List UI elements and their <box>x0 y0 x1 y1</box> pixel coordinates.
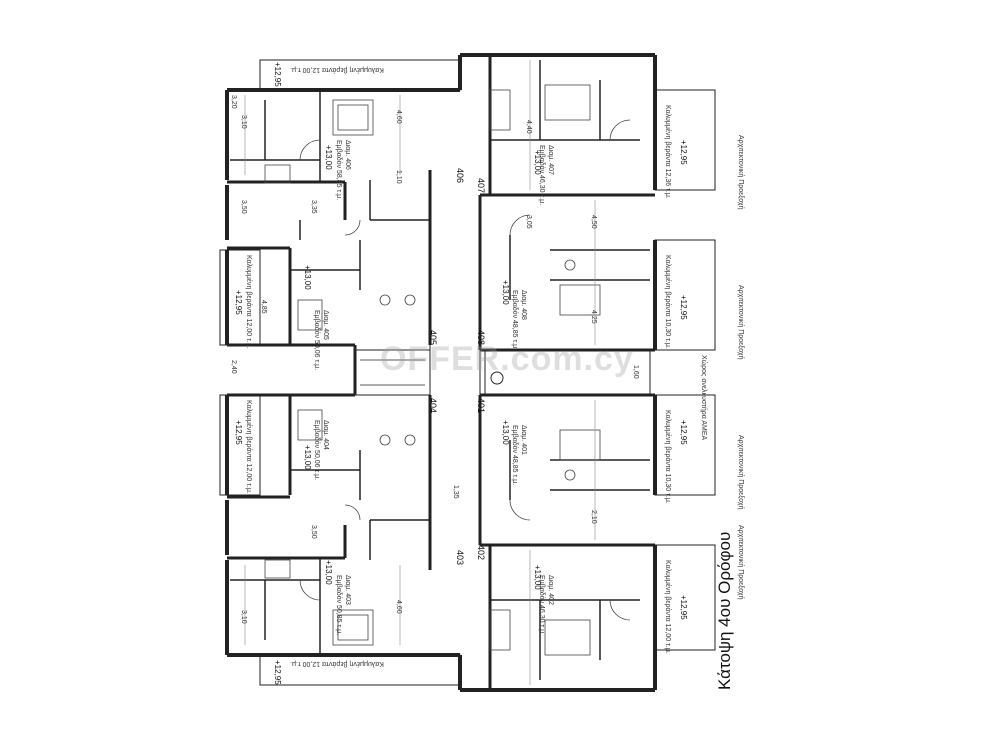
dimension: 4,85 <box>260 300 267 314</box>
unit-number-401: 401 <box>476 398 486 414</box>
unit-number-408: 408 <box>476 330 486 346</box>
unit-number-405: 405 <box>428 330 438 346</box>
veranda-406-label-text: Καλυμμένη βεράντα 12,00 τ.μ. <box>290 66 384 73</box>
unit-area: Εμβαδόν 48,85 τ.μ. <box>511 425 518 486</box>
unit-403-level: +13,00 <box>324 560 333 585</box>
unit-area: Εμβαδόν 48,85 τ.μ. <box>511 290 518 351</box>
veranda-404-label: Καλυμμένη βεράντα 12,00 τ.μ. <box>245 400 252 494</box>
unit-number-407: 407 <box>476 178 486 194</box>
unit-label: Διαμ. 405 <box>322 310 329 340</box>
unit-area: Εμβαδόν 50,85 τ.μ. <box>335 575 342 636</box>
arch-projection-label: Αρχιτεκτονική Προεξοχή <box>737 435 744 510</box>
unit-label: Διαμ. 408 <box>520 290 527 320</box>
unit-number-403: 403 <box>455 550 465 566</box>
dimension: 1,35 <box>452 485 459 499</box>
unit-number-402: 402 <box>476 545 486 561</box>
dimension: 3,50 <box>310 525 317 539</box>
unit-401-level: +13,00 <box>501 420 510 445</box>
veranda-level: +12,95 <box>234 290 243 315</box>
watermark: OFFER.com.cy <box>380 340 634 378</box>
arch-projection-label: Αρχιτεκτονική Προεξοχή <box>737 285 744 360</box>
unit-label: Διαμ. 404 <box>322 420 329 450</box>
unit-408-level: +13,00 <box>501 280 510 305</box>
unit-label: Διαμ. 402 <box>547 575 554 605</box>
veranda-level: +12,95 <box>234 420 243 445</box>
dimension: 2,10 <box>590 510 597 524</box>
dimension: 1,10 <box>395 170 402 184</box>
dimension: 4,60 <box>395 110 402 124</box>
unit-area: Εμβαδόν 50,06 τ.μ. <box>313 310 320 371</box>
dimension: 4,40 <box>525 120 532 134</box>
dimension: 3,10 <box>240 115 247 129</box>
unit-404-level: +13,00 <box>303 445 312 470</box>
unit-407-level: +13,00 <box>533 150 542 175</box>
veranda-402-label: Καλυμμένη βεράντα 12,00 τ.μ. <box>664 560 671 654</box>
unit-label: Διαμ. 407 <box>547 145 554 175</box>
veranda-408-label: Καλυμμένη βεράντα 10,30 τ.μ. <box>664 255 671 349</box>
dimension: 3,10 <box>240 610 247 624</box>
unit-405-level: +13,00 <box>303 265 312 290</box>
unit-402-level: +13,00 <box>533 565 542 590</box>
veranda-level: +12,95 <box>679 140 688 165</box>
unit-number-406: 406 <box>455 168 465 184</box>
veranda-level: +12,95 <box>679 420 688 445</box>
unit-label: Διαμ. 403 <box>344 575 351 605</box>
dimension: 4,50 <box>590 215 597 229</box>
unit-label: Διαμ. 401 <box>520 425 527 455</box>
unit-area: Εμβαδόν 50,06 τ.μ. <box>313 420 320 481</box>
veranda-level: +12,95 <box>679 295 688 320</box>
drawing-title: Κάτοψη 4ου Ορόφου <box>715 531 734 690</box>
unit-area: Εμβαδόν 58,85 τ.μ. <box>335 140 342 201</box>
lift-label: Χώρος ανελκυστήρα ΑΜΕΑ <box>700 355 707 441</box>
veranda-level: +12,95 <box>273 660 282 685</box>
dimension: 4,25 <box>590 310 597 324</box>
dimension: 3,35 <box>310 200 317 214</box>
arch-projection-label: Αρχιτεκτονική Προεξοχή <box>737 135 744 210</box>
unit-number-404: 404 <box>428 398 438 414</box>
dimension: 3,05 <box>525 215 532 229</box>
dimension: 3,50 <box>240 200 247 214</box>
veranda-403-label: Καλυμμένη βεράντα 12,00 τ.μ. <box>290 660 384 667</box>
veranda-405-label: Καλυμμένη βεράντα 12,00 τ.μ. <box>245 255 252 349</box>
veranda-level: +12,95 <box>679 595 688 620</box>
veranda-407-label: Καλυμμένη βεράντα 12,36 τ.μ. <box>664 105 671 199</box>
unit-406-level: +13,00 <box>324 145 333 170</box>
dimension: 1,60 <box>632 365 639 379</box>
dimension: 3,20 <box>230 95 237 109</box>
veranda-401-label: Καλυμμένη βεράντα 10,30 τ.μ. <box>664 410 671 504</box>
unit-label: Διαμ. 406 <box>344 140 351 170</box>
veranda-level: +12,95 <box>273 62 282 87</box>
dimension: 4,60 <box>395 600 402 614</box>
arch-projection-label: Αρχιτεκτονική Προεξοχή <box>737 525 744 600</box>
dimension: 2,40 <box>230 360 237 374</box>
